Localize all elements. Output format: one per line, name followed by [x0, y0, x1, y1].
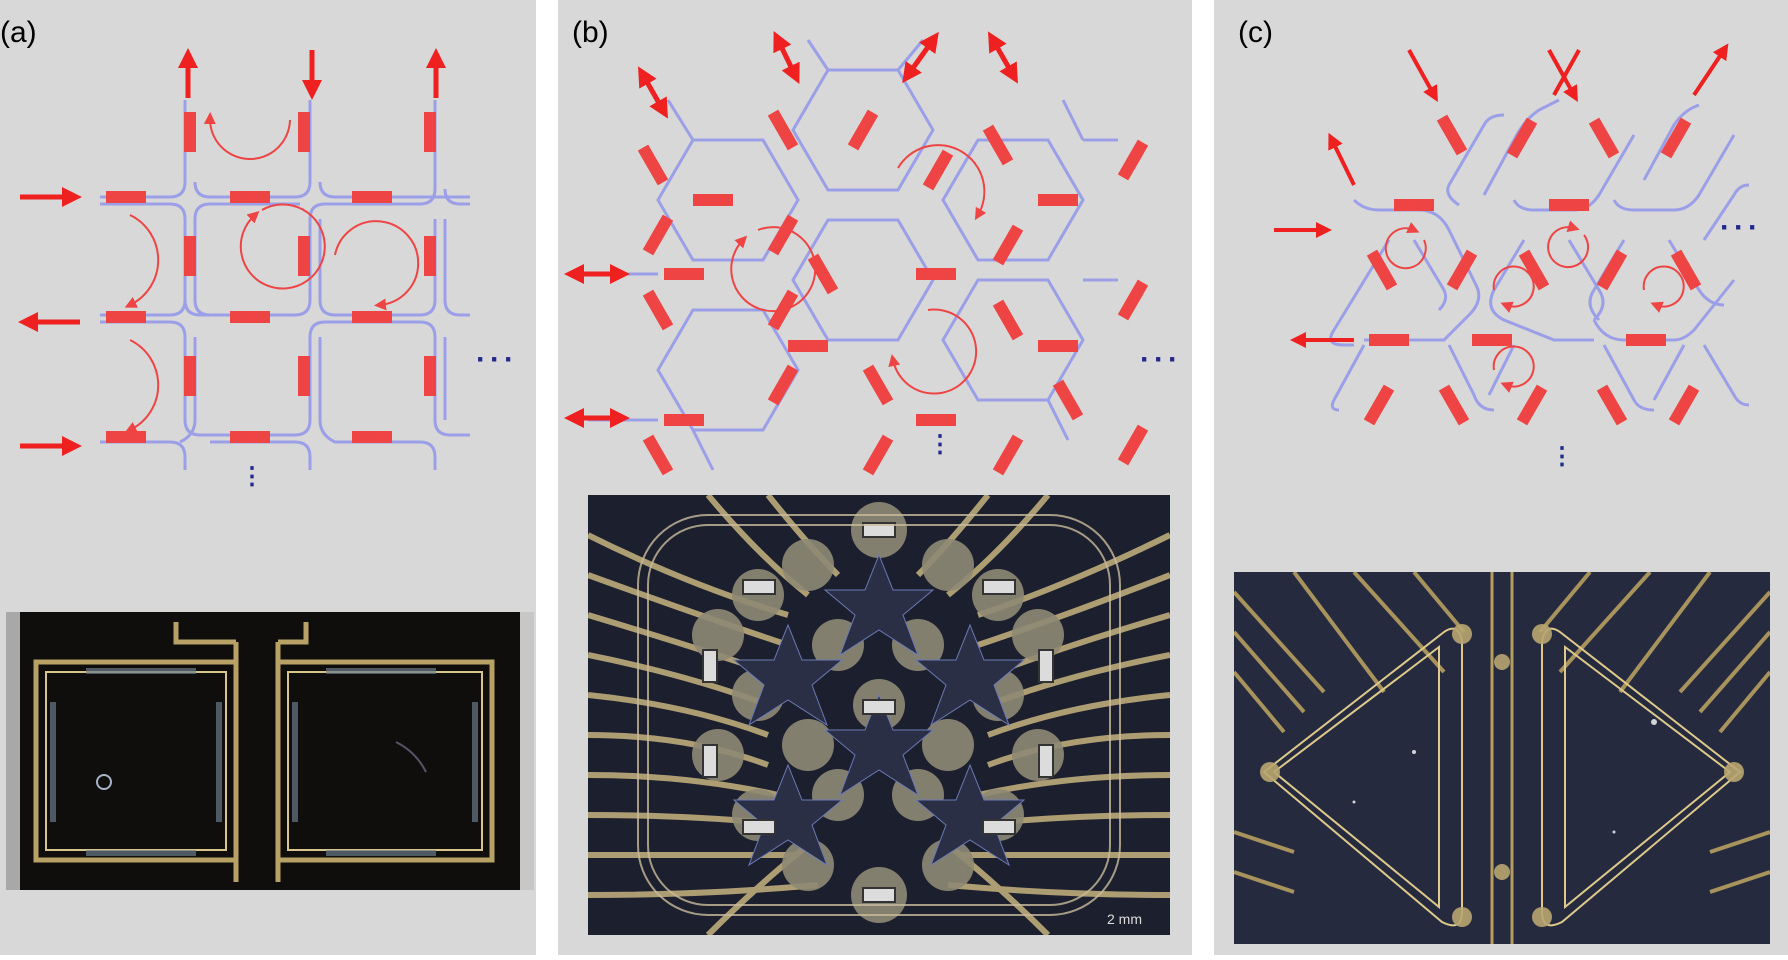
waveguide-honeycomb	[588, 39, 1118, 471]
kagome-lattice-schematic	[1274, 43, 1750, 426]
honeycomb-lattice-schematic	[564, 31, 1149, 476]
panel-c-label: (c)	[1238, 16, 1273, 49]
phase-shifters-c	[1363, 114, 1702, 426]
panel-b-honeycomb-lattice: (b)	[558, 0, 1192, 955]
ellipsis-horizontal: ···	[1720, 211, 1762, 244]
panel-a-square-lattice: (a)	[0, 0, 536, 955]
panel-c-kagome-lattice: (c)	[1214, 0, 1788, 955]
waveguide-grid	[100, 100, 470, 470]
chip-photo-kagome-lattice	[1234, 572, 1770, 944]
io-arrows-c	[1274, 43, 1729, 348]
chip-photo-square-lattice	[6, 612, 534, 890]
chip-photo-honeycomb-lattice: 2 mm	[588, 495, 1170, 935]
scale-bar-label: 2 mm	[1107, 911, 1142, 927]
square-lattice-schematic	[18, 48, 470, 470]
bidirectional-arrows	[564, 31, 1018, 428]
ellipsis-vertical: ⋮	[240, 463, 264, 490]
panel-a-label: (a)	[0, 16, 37, 49]
io-arrows	[18, 48, 446, 456]
ellipsis-horizontal: ···	[1140, 343, 1182, 376]
panel-b-label: (b)	[572, 16, 609, 49]
circulation-arrows-c	[1384, 220, 1685, 393]
circulation-arrows	[124, 112, 420, 433]
ellipsis-vertical: ⋮	[1550, 443, 1574, 470]
circulation-arrows-b	[730, 144, 987, 395]
phase-shifters	[106, 112, 436, 443]
phase-shifters-b	[637, 109, 1149, 476]
ellipsis-vertical: ⋮	[928, 431, 952, 458]
waveguide-kagome	[1329, 98, 1750, 412]
ellipsis-horizontal: ···	[476, 343, 518, 376]
